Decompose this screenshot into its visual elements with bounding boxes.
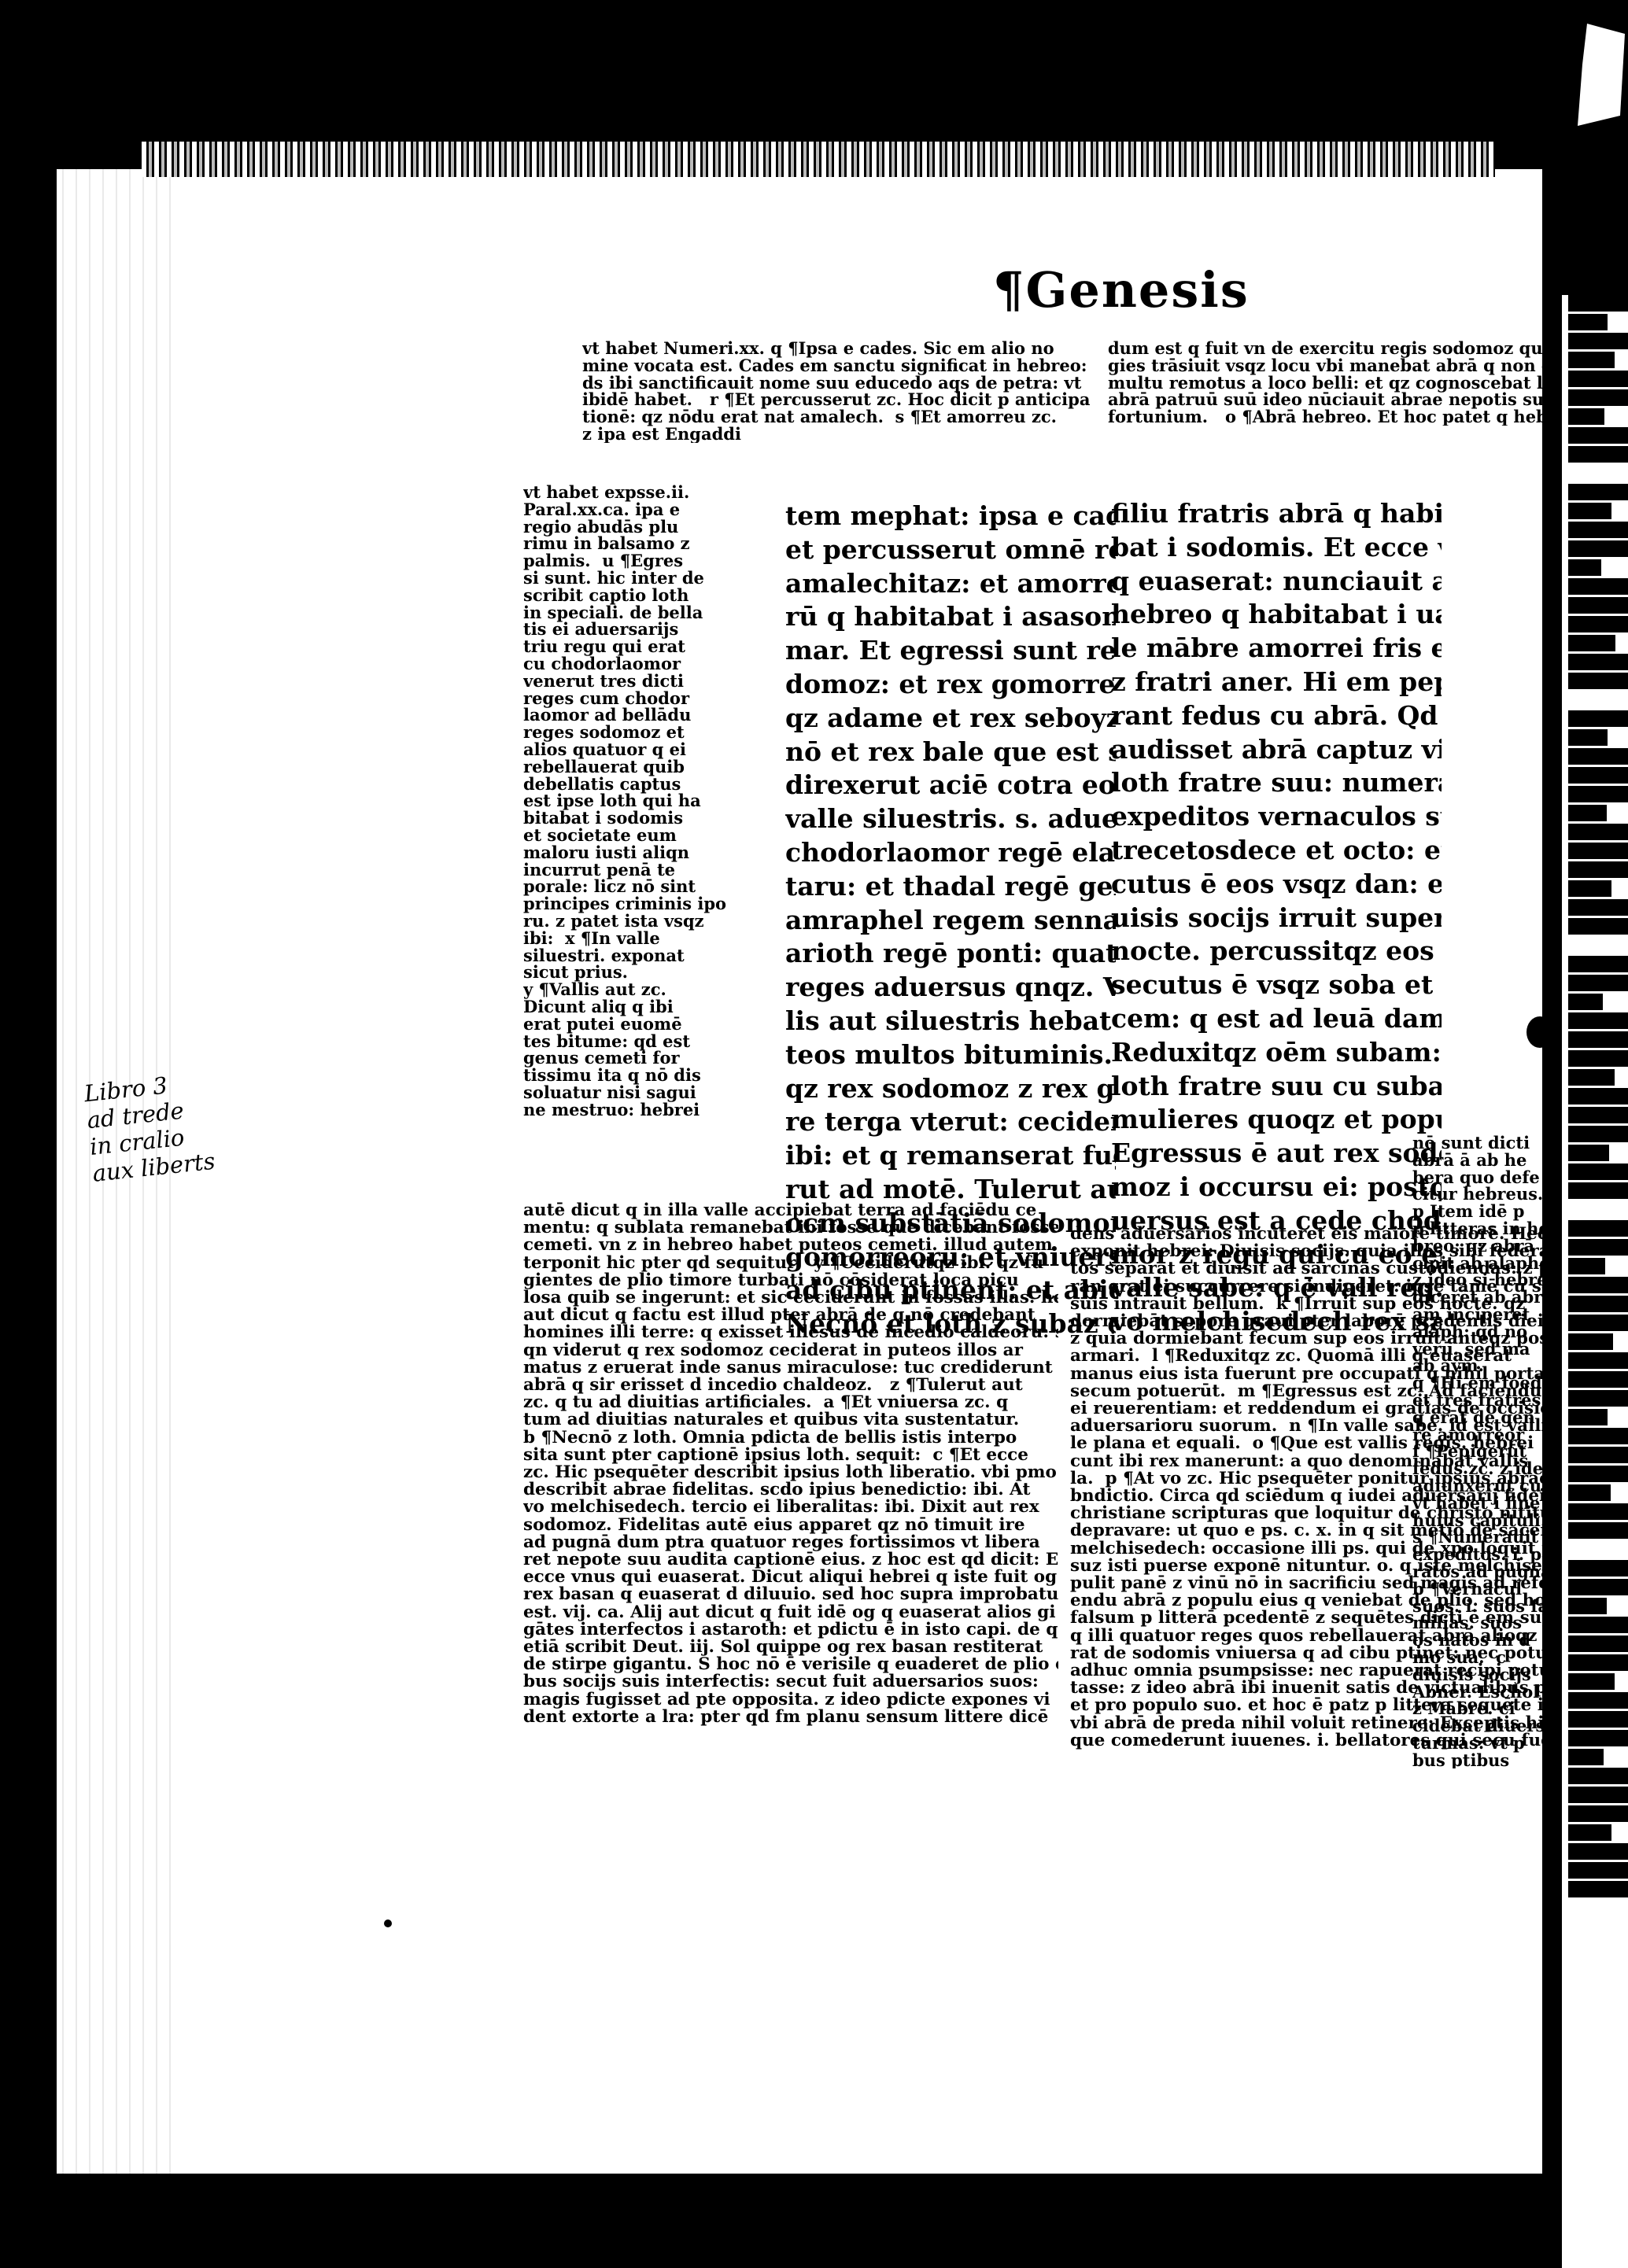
gloss-left-column: vt habet expsse.ii. Paral.xx.ca. ipa e r… <box>523 484 727 1119</box>
ink-speck <box>384 1920 392 1927</box>
handwritten-margin-note: Libro 3 ad trede in cralio aux liberts <box>83 1071 216 1187</box>
gloss-bottom-left: autē dicut q in illa valle accipiebat te… <box>523 1202 1058 1727</box>
main-text-column-right: filiu fratris abrā q habita bat i sodomi… <box>1111 498 1442 1337</box>
gloss-top-left: vt habet Numeri.xx. q ¶Ipsa e cades. Sic… <box>582 340 1090 443</box>
book-page <box>57 169 1542 2174</box>
gloss-right-side: nō sunt dicti abrā ā ab he bera quo defe… <box>1412 1134 1555 1769</box>
main-text-column-left: tem mephat: ipsa e cades. et percusserut… <box>785 500 1116 1340</box>
gloss-bottom-right: dens aduersarios incuteret eis maiorē ti… <box>1070 1226 1560 1750</box>
facing-page-edge <box>1562 295 1628 2268</box>
ink-blot <box>1526 1016 1553 1048</box>
gloss-top-right: dum est q fuit vn de exercitu regis sodo… <box>1108 340 1562 426</box>
torn-page-edge <box>142 142 1495 177</box>
scan-artifact <box>1578 24 1625 126</box>
page-gutter <box>57 169 183 2174</box>
running-head: ¶Genesis <box>993 261 1250 319</box>
